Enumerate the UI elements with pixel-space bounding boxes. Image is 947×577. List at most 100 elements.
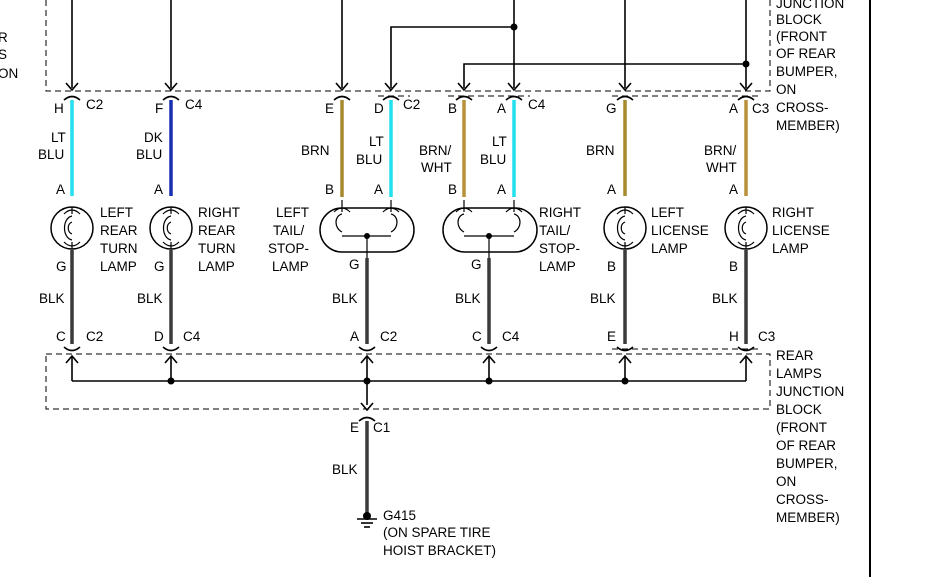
bottom-junction-label-line: JUNCTION [776, 384, 844, 399]
lamp-label: LAMP [198, 259, 235, 274]
wire-color-label: BLU [38, 147, 64, 162]
ground-connector-label: C1 [373, 420, 390, 435]
circuit-right-tail-stop: B A C4 BRN/ WHT LT BLU B A G RIGHT TAIL/… [419, 97, 581, 344]
bottom-junction-label-line: BUMPER, [776, 456, 838, 471]
lamp-pin-label: A [154, 182, 163, 197]
top-junction-label-line: CROSS- [776, 100, 829, 115]
dual-lamp-bulb-icon [442, 207, 538, 253]
bottom-junction-label-line: (FRONT [776, 420, 827, 435]
wire-color-label: BLU [480, 152, 506, 167]
top-junction-label-line: ON [776, 82, 796, 97]
lamp-pin-label: G [154, 259, 165, 274]
splice-dot [742, 60, 750, 68]
lamp-label: STOP- [268, 241, 309, 256]
left-edge-label-line: R [0, 30, 8, 45]
top-pin-label: F [155, 101, 163, 116]
lamp-label: TURN [100, 241, 138, 256]
splice-dot [363, 377, 371, 385]
ground-id-label: G415 [383, 508, 416, 523]
lamp-label: LAMP [772, 241, 809, 256]
splice-dot [510, 23, 518, 31]
lamp-label: LEFT [276, 205, 309, 220]
bottom-pin-label: D [154, 329, 164, 344]
lamp-label: RIGHT [198, 205, 240, 220]
lamp-label: LAMP [651, 241, 688, 256]
lamp-pin-label: B [729, 259, 738, 274]
top-connector-arrows [63, 82, 760, 101]
ground-symbol-icon [357, 512, 377, 528]
circuit-right-rear-turn: F C4 DK BLU A G RIGHT REAR TURN LAMP BLK… [136, 97, 240, 344]
top-junction-label-line: OF REAR [776, 46, 836, 61]
bottom-pin-label: A [350, 329, 359, 344]
lamp-pin-label: A [374, 182, 383, 197]
wire-color-label: DK [144, 130, 163, 145]
ground-wire-label: BLK [332, 291, 358, 306]
bottom-junction-label-line: LAMPS [776, 366, 822, 381]
circuit-left-tail-stop: E D C2 BRN LT BLU B A G LEFT TAIL/ STOP-… [268, 97, 420, 344]
wire-color-label: BRN [586, 143, 615, 158]
wire-color-label: BLU [356, 152, 382, 167]
lamp-label: REAR [198, 223, 236, 238]
top-connector-label: C2 [403, 97, 420, 112]
ground-pin-label: E [350, 420, 359, 435]
lamp-pin-label: G [56, 259, 67, 274]
lamp-label: TURN [198, 241, 236, 256]
ground-wire-label: BLK [712, 291, 738, 306]
bottom-junction-block: REAR LAMPS JUNCTION BLOCK (FRONT OF REAR… [45, 348, 844, 525]
top-junction-label-line: JUNCTION [776, 0, 844, 11]
bottom-connector-label: C2 [380, 329, 397, 344]
bottom-pin-label: H [729, 329, 739, 344]
top-junction-label-line: BUMPER, [776, 64, 838, 79]
lamp-label: TAIL/ [273, 223, 305, 238]
circuit-left-license: G BRN A B LEFT LICENSE LAMP BLK E [586, 100, 709, 344]
top-pin-label: A [497, 101, 506, 116]
wire-color-label: BLU [136, 147, 162, 162]
bottom-connector-label: C2 [86, 329, 103, 344]
lamp-pin-label: G [471, 257, 482, 272]
lamp-label: REAR [100, 223, 138, 238]
lamp-label: TAIL/ [539, 223, 571, 238]
top-connector-label: C4 [528, 97, 546, 112]
lamp-label: LEFT [651, 205, 684, 220]
ground-wire-label: BLK [39, 291, 65, 306]
circuit-right-license: A C3 BRN/ WHT A B RIGHT LICENSE LAMP BLK… [704, 100, 830, 344]
ground-location-label: HOIST BRACKET) [383, 543, 496, 558]
bottom-connector-label: C4 [502, 329, 520, 344]
lamp-pin-label: B [325, 182, 334, 197]
bottom-junction-label-line: BLOCK [776, 402, 822, 417]
wire-color-label: LT [492, 134, 507, 149]
lamp-pin-label: A [56, 182, 65, 197]
splice-dot [364, 233, 370, 239]
lamp-pin-label: G [349, 257, 360, 272]
top-pin-label: E [325, 101, 334, 116]
top-connector-label: C4 [185, 97, 203, 112]
bottom-pin-label: E [607, 329, 616, 344]
wire-color-label: LT [51, 130, 66, 145]
left-edge-label: R S ON [0, 30, 18, 81]
ground-location-label: (ON SPARE TIRE [383, 525, 491, 540]
bottom-pin-label: C [56, 329, 66, 344]
wire-color-label: BRN/ [704, 143, 737, 158]
lamp-label: RIGHT [539, 205, 581, 220]
wire-color-label: WHT [421, 160, 452, 175]
top-pin-label: D [374, 101, 384, 116]
lamp-pin-label: B [607, 259, 616, 274]
bottom-junction-label-line: ON [776, 474, 796, 489]
bottom-junction-label: REAR LAMPS JUNCTION BLOCK (FRONT OF REAR… [776, 348, 844, 525]
circuit-left-rear-turn: H C2 LT BLU A G LEFT REAR TURN LAMP BLK … [38, 97, 138, 344]
top-junction-internal-wiring [71, 0, 750, 88]
left-edge-label-line: S [0, 47, 7, 62]
top-pin-label: G [606, 101, 617, 116]
top-pin-label: H [54, 101, 64, 116]
top-pin-label: B [448, 101, 457, 116]
lamp-pin-label: A [497, 182, 506, 197]
lamp-pin-label: A [607, 182, 616, 197]
ground-wire-label: BLK [590, 291, 616, 306]
lamp-label: LAMP [100, 259, 137, 274]
splice-dot [167, 377, 175, 385]
bottom-junction-label-line: CROSS- [776, 492, 829, 507]
lamp-label: LAMP [539, 259, 576, 274]
top-junction-label: JUNCTION BLOCK (FRONT OF REAR BUMPER, ON… [776, 0, 844, 133]
splice-dot [621, 377, 629, 385]
